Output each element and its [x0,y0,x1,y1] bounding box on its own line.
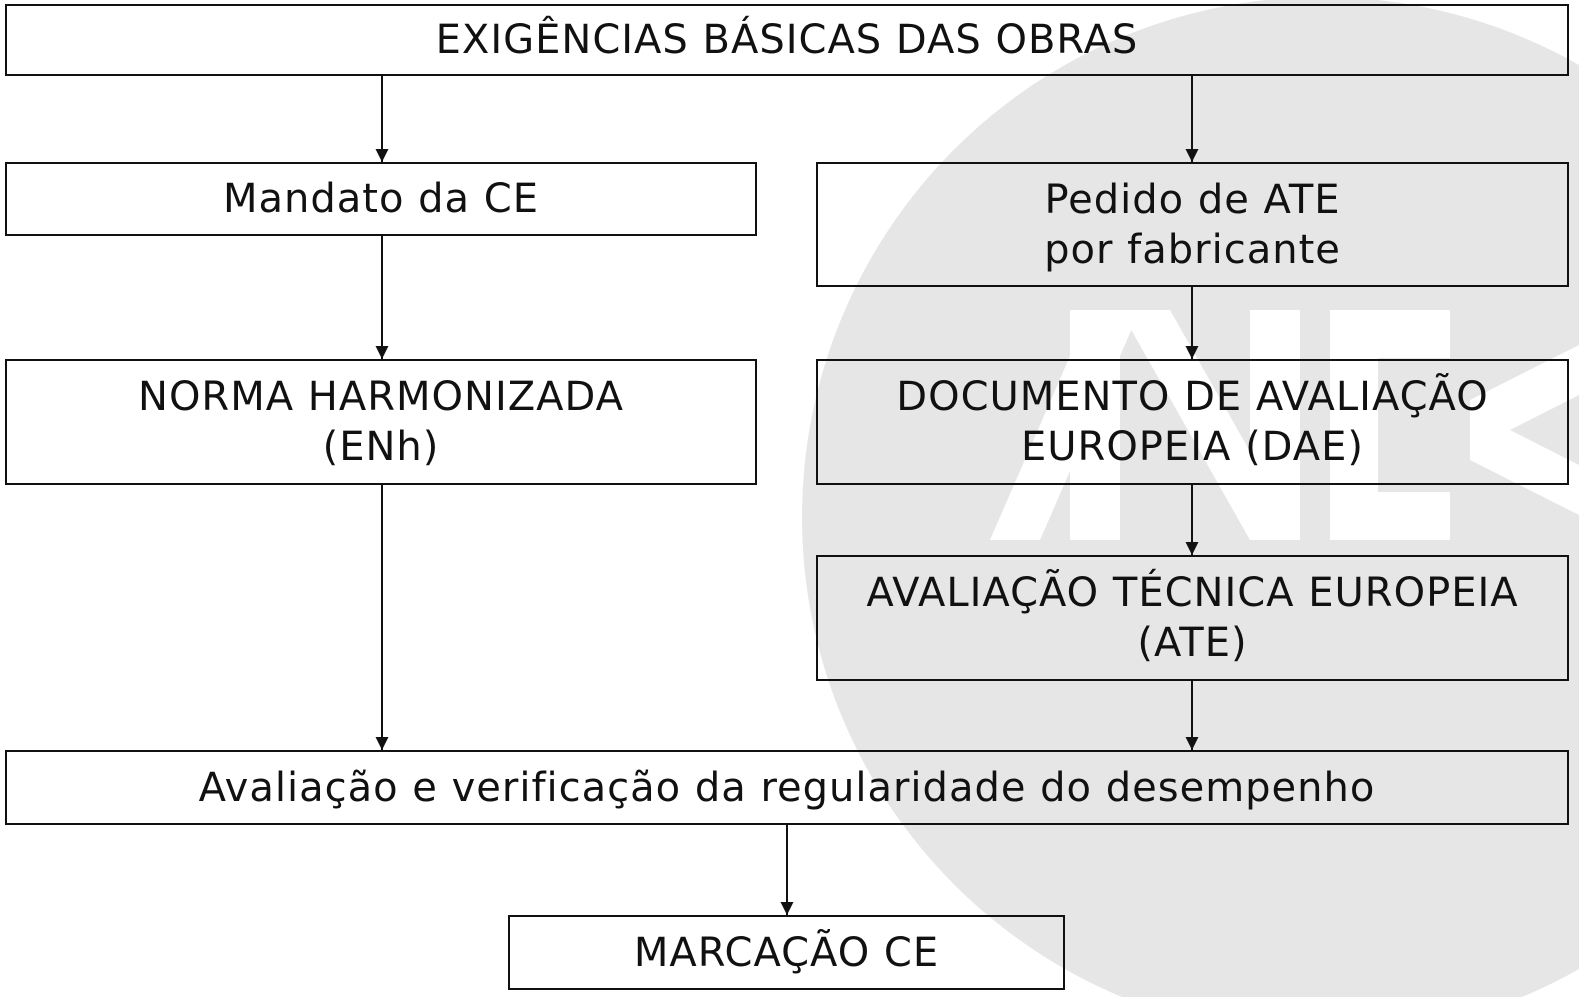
basic-requirements-label: EXIGÊNCIAS BÁSICAS DAS OBRAS [435,17,1139,63]
ate-request-box: Pedido de ATE por fabricante [816,162,1569,287]
ec-mandate-label: Mandato da CE [223,176,539,222]
assessment-document-box: DOCUMENTO DE AVALIAÇÃO EUROPEIA (DAE) [816,359,1569,485]
harmonized-standard-line2: (ENh) [322,424,440,470]
harmonized-standard-line1: NORMA HARMONIZADA [138,374,624,420]
performance-verification-label: Avaliação e verificação da regularidade … [198,764,1376,811]
ce-marking-box: MARCAÇÃO CE [508,915,1065,990]
harmonized-standard-box: NORMA HARMONIZADA (ENh) [5,359,757,485]
performance-verification-box: Avaliação e verificação da regularidade … [5,750,1569,825]
ec-mandate-box: Mandato da CE [5,162,757,236]
technical-assessment-line2: (ATE) [1137,620,1248,666]
ate-request-line2: por fabricante [1044,226,1341,273]
assessment-document-line2: EUROPEIA (DAE) [1020,424,1365,470]
technical-assessment-box: AVALIAÇÃO TÉCNICA EUROPEIA (ATE) [816,555,1569,681]
technical-assessment-line1: AVALIAÇÃO TÉCNICA EUROPEIA [866,570,1519,616]
watermark-circle [802,0,1579,997]
ce-marking-label: MARCAÇÃO CE [633,929,940,976]
ate-request-line1: Pedido de ATE [1044,176,1341,223]
watermark-letters [990,310,1579,540]
assessment-document-line1: DOCUMENTO DE AVALIAÇÃO [896,374,1489,420]
basic-requirements-box: EXIGÊNCIAS BÁSICAS DAS OBRAS [5,4,1569,76]
